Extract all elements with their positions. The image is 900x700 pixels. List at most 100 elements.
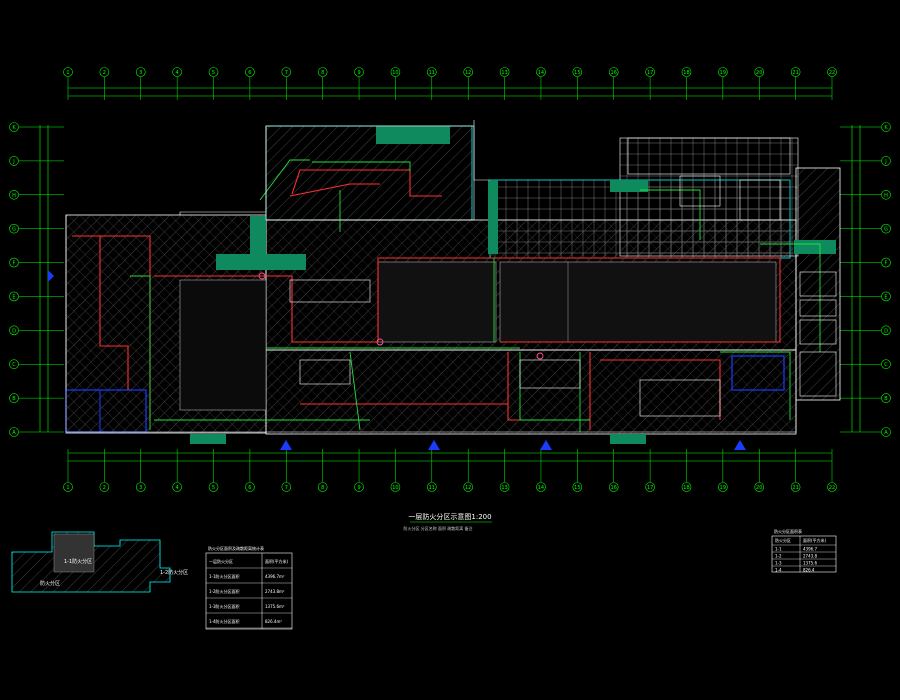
axis-bubble: J bbox=[9, 156, 64, 166]
axis-bubble: E bbox=[840, 291, 891, 302]
axis-label: B bbox=[12, 396, 16, 402]
table-right-cell-zone: 1-2 bbox=[775, 554, 782, 559]
axis-bubble: 17 bbox=[645, 449, 655, 492]
table-left-cell-value: 面积(平方米) bbox=[265, 558, 289, 564]
axis-label: H bbox=[884, 193, 888, 199]
axis-label: 4 bbox=[176, 70, 179, 76]
axis-bubble: 20 bbox=[754, 67, 765, 100]
axis-label: 5 bbox=[212, 70, 215, 76]
axis-bubble: 10 bbox=[390, 449, 401, 492]
axis-label: G bbox=[12, 227, 16, 233]
table-right-cell-area: 2743.8 bbox=[803, 554, 817, 559]
axis-label: 11 bbox=[429, 70, 435, 76]
axis-label: 21 bbox=[792, 485, 798, 491]
axis-label: 10 bbox=[392, 70, 398, 76]
axis-bubble: F bbox=[9, 257, 64, 268]
evacuation-routes bbox=[130, 159, 821, 432]
axis-bubble: 13 bbox=[499, 449, 510, 492]
axis-bubble: 3 bbox=[135, 449, 146, 492]
axis-label: 15 bbox=[574, 70, 580, 76]
axis-label: 20 bbox=[756, 70, 762, 76]
axis-label: 5 bbox=[212, 485, 215, 491]
axis-label: E bbox=[884, 294, 887, 300]
key-plan-label: 1-1防火分区 bbox=[64, 558, 92, 565]
table-left-title: 防火分区面积及疏散距离统计表 bbox=[208, 545, 264, 551]
axis-label: 1 bbox=[66, 485, 69, 491]
axis-label: 13 bbox=[501, 70, 507, 76]
axis-bubble: 2 bbox=[99, 449, 110, 492]
axis-label: J bbox=[884, 159, 886, 165]
axis-label: 20 bbox=[756, 485, 762, 491]
axis-label: J bbox=[12, 159, 14, 165]
axis-bubble: G bbox=[840, 223, 891, 234]
axis-label: A bbox=[884, 430, 888, 436]
axis-bubble: 15 bbox=[572, 449, 583, 492]
axis-label: 3 bbox=[139, 485, 142, 491]
axis-label: 9 bbox=[357, 485, 360, 491]
axis-label: B bbox=[884, 396, 888, 402]
axis-bubble: 13 bbox=[499, 67, 510, 100]
axis-bubble: 7 bbox=[281, 449, 292, 492]
axis-bubble: 22 bbox=[827, 449, 837, 492]
table-right-cell-zone: 1-4 bbox=[775, 568, 782, 573]
axis-bubble: 4 bbox=[172, 67, 182, 100]
axis-label: 14 bbox=[538, 70, 544, 76]
axis-bubble: H bbox=[840, 189, 891, 200]
axis-label: 22 bbox=[829, 485, 835, 491]
axis-label: 9 bbox=[357, 70, 360, 76]
table-right-header-0: 防火分区 bbox=[775, 537, 791, 543]
table-left-cell-value: 2743.8m² bbox=[265, 589, 285, 594]
axis-label: 18 bbox=[683, 485, 689, 491]
axis-bubble: G bbox=[9, 223, 64, 234]
axis-bubble: 22 bbox=[827, 67, 837, 100]
table-left-cell-value: 826.4m² bbox=[265, 619, 282, 624]
axis-bubble: H bbox=[9, 189, 64, 200]
axis-bubble: 19 bbox=[718, 67, 728, 100]
axis-label: 11 bbox=[429, 485, 435, 491]
key-plan: 1-1防火分区 1-2防火分区 防火分区 bbox=[11, 531, 188, 593]
hall-west bbox=[179, 279, 267, 411]
axis-label: E bbox=[12, 294, 15, 300]
axis-bubble: 18 bbox=[681, 67, 692, 100]
table-left-cell-name: 一层防火分区 bbox=[209, 558, 233, 564]
axis-label: 2 bbox=[103, 485, 106, 491]
axis-bubble: 5 bbox=[208, 449, 219, 492]
axis-label: 17 bbox=[647, 70, 653, 76]
axis-label: 8 bbox=[321, 70, 324, 76]
axis-bubble: 5 bbox=[208, 67, 219, 100]
hall-central-right bbox=[499, 261, 777, 343]
axis-label: 19 bbox=[720, 485, 726, 491]
axis-label: F bbox=[885, 261, 888, 267]
axis-label: 18 bbox=[683, 70, 689, 76]
hydrant-markers bbox=[258, 272, 544, 360]
axis-bubble: 6 bbox=[245, 449, 255, 492]
exit-markers bbox=[48, 270, 746, 450]
axis-bubble: D bbox=[9, 325, 64, 336]
drawing-subtitle: 防火分区 分区名称 面积 疏散距离 备注 bbox=[403, 525, 472, 531]
axis-label: 12 bbox=[465, 70, 471, 76]
axis-bubble: 20 bbox=[754, 449, 765, 492]
axis-bubble: 17 bbox=[645, 67, 655, 100]
dimension-lines-top bbox=[39, 87, 861, 462]
axis-bubble: B bbox=[9, 393, 64, 403]
axis-bubble: 9 bbox=[354, 67, 364, 100]
axis-label: 17 bbox=[647, 485, 653, 491]
axis-bubble: 1 bbox=[63, 67, 73, 100]
axis-bubble: 10 bbox=[390, 67, 401, 100]
axis-bubble: 12 bbox=[463, 449, 473, 492]
axis-label: 3 bbox=[139, 70, 142, 76]
axis-bubble: 16 bbox=[608, 67, 619, 100]
table-left-cell-name: 1-4防火分区面积 bbox=[209, 618, 240, 624]
fire-zone-boundaries bbox=[72, 169, 781, 430]
axis-bubble: F bbox=[840, 257, 891, 268]
axis-label: D bbox=[12, 328, 16, 334]
axis-label: 4 bbox=[176, 485, 179, 491]
axis-bubble: 16 bbox=[608, 449, 619, 492]
axis-bubble: D bbox=[840, 325, 891, 336]
axis-bubble: 12 bbox=[463, 67, 473, 100]
axis-bubble: 11 bbox=[427, 67, 437, 100]
